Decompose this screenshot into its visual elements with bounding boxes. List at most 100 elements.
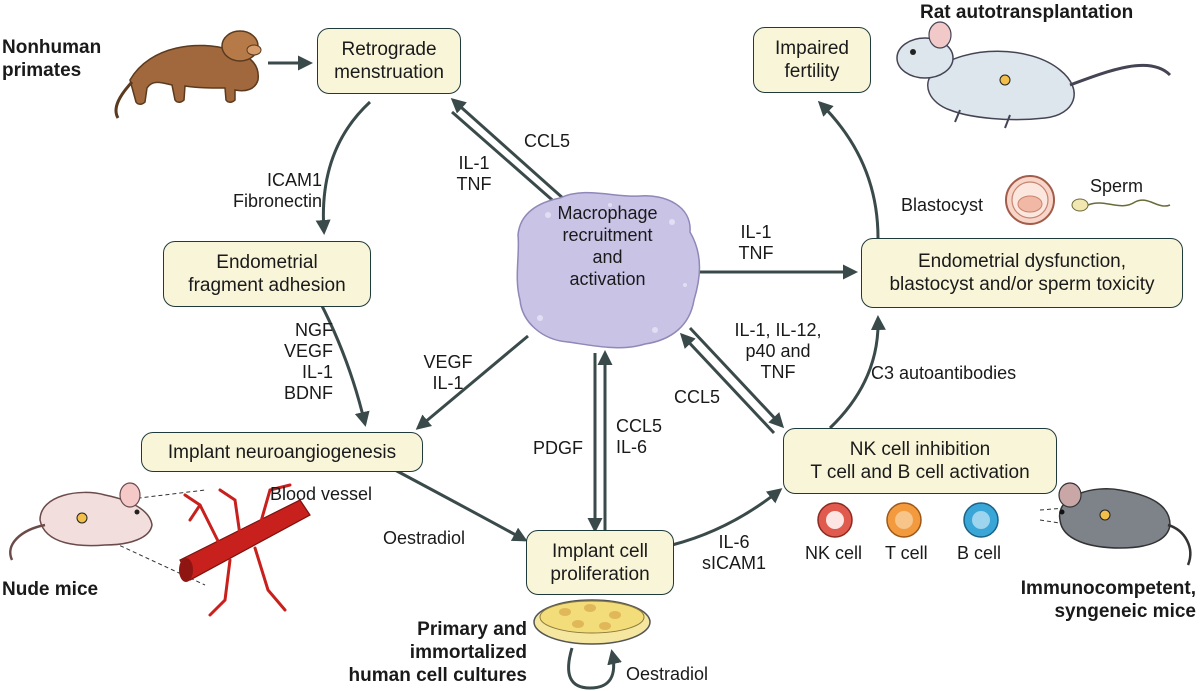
box-line: Impaired bbox=[775, 38, 849, 59]
box-line: Implant cell bbox=[551, 540, 649, 562]
label-line: Primary and bbox=[417, 619, 527, 640]
oestradiol-bottom-label: Oestradiol bbox=[626, 664, 709, 684]
arrow-macrophage-to-neuroangiogenesis bbox=[415, 334, 529, 430]
arrow-macrophage-to-retrograde bbox=[450, 98, 575, 210]
box-line: fertility bbox=[784, 61, 840, 82]
blastocyst-label: Blastocyst bbox=[901, 195, 984, 215]
b-cell-label: B cell bbox=[957, 543, 1002, 563]
label-line: IL-1 bbox=[301, 362, 333, 382]
label-line: VEGF bbox=[423, 352, 473, 372]
il6-sicam1-label: IL-6 sICAM1 bbox=[698, 532, 770, 574]
box-line: menstruation bbox=[334, 62, 444, 83]
nonhuman-primates-label: Nonhuman primates bbox=[2, 36, 101, 82]
arrow-retrograde-to-macrophage bbox=[451, 110, 570, 215]
vegf-il1-label: VEGF IL-1 bbox=[422, 352, 474, 394]
label-line: BDNF bbox=[284, 383, 333, 403]
blood-vessel-icon bbox=[179, 483, 311, 617]
c3-autoantibodies-label: C3 autoantibodies bbox=[871, 363, 1017, 383]
label-line: NGF bbox=[295, 320, 333, 340]
arrow-nk-to-macrophage bbox=[679, 332, 776, 435]
box-line: Endometrial dysfunction, bbox=[917, 251, 1127, 272]
arrow-retrograde-to-adhesion bbox=[315, 100, 372, 235]
macrophage-line: and bbox=[592, 247, 623, 267]
arrow-nk-to-dysfunction bbox=[828, 315, 886, 430]
growth-factor-label: NGF VEGF IL-1 BDNF bbox=[270, 320, 333, 404]
box-line: NK cell inhibition bbox=[849, 439, 991, 460]
arrow-proliferation-to-nk bbox=[671, 488, 783, 547]
label-line: CCL5 bbox=[616, 416, 663, 436]
macrophage-line: Macrophage bbox=[557, 203, 658, 223]
rat-icon bbox=[896, 21, 1172, 129]
endometrial-dysfunction-box: Endometrial dysfunction,blastocyst and/o… bbox=[861, 238, 1183, 308]
box-line: fragment adhesion bbox=[188, 275, 346, 296]
il1-tnf-right-label: IL-1 TNF bbox=[729, 222, 783, 264]
blood-vessel-label: Blood vessel bbox=[270, 484, 373, 504]
blastocyst-icon bbox=[1005, 175, 1055, 225]
monkey-icon bbox=[114, 30, 262, 119]
ccl5-top-label: CCL5 bbox=[524, 131, 571, 151]
box-line: proliferation bbox=[550, 563, 650, 585]
label-line: p40 and bbox=[745, 341, 811, 361]
box-line: blastocyst and/or sperm toxicity bbox=[889, 274, 1155, 295]
nk-cell-label: NK cell bbox=[805, 543, 863, 563]
ccl5-right-label: CCL5 bbox=[674, 387, 721, 407]
label-line: TNF bbox=[738, 243, 774, 263]
rat-autotransplantation-label: Rat autotransplantation bbox=[920, 2, 1134, 23]
box-line: Retrograde bbox=[341, 39, 437, 60]
label-line: IL-1, IL-12, bbox=[734, 320, 822, 340]
macrophage-label: Macrophage recruitment and activation bbox=[520, 202, 695, 290]
label-line: IL-1 bbox=[432, 373, 464, 393]
t-cell-icon bbox=[886, 502, 922, 538]
oestradiol-left-label: Oestradiol bbox=[383, 528, 466, 548]
interleukin-cluster-label: IL-1, IL-12, p40 and TNF bbox=[722, 320, 834, 383]
nk-cell-icon bbox=[817, 502, 853, 538]
macrophage-line: recruitment bbox=[562, 225, 653, 245]
label-line: Nonhuman bbox=[2, 37, 102, 58]
petri-dish-icon bbox=[533, 599, 651, 645]
box-line: Implant neuroangiogenesis bbox=[167, 441, 397, 463]
dashed-line bbox=[1039, 504, 1106, 511]
box-line: Endometrial bbox=[216, 252, 318, 273]
label-line: TNF bbox=[760, 362, 796, 382]
immunocompetent-mice-label: Immunocompetent, syngeneic mice bbox=[1000, 577, 1196, 623]
label-line: IL-1 bbox=[740, 222, 772, 242]
b-cell-icon bbox=[963, 502, 999, 538]
nude-mice-label: Nude mice bbox=[2, 579, 99, 600]
arrow-neuroangiogenesis-to-proliferation bbox=[394, 468, 528, 542]
dashed-line bbox=[1039, 519, 1106, 531]
il1-tnf-left-label: IL-1 TNF bbox=[449, 153, 499, 195]
sperm-icon bbox=[1071, 198, 1171, 212]
label-line: primates bbox=[2, 60, 82, 81]
immunocompetent-mouse-icon bbox=[1058, 482, 1192, 566]
arrow-adhesion-to-neuroangiogenesis bbox=[318, 301, 370, 427]
label-line: IL-1 bbox=[458, 153, 490, 173]
pdgf-label: PDGF bbox=[533, 438, 584, 458]
label-line: Fibronectin bbox=[232, 191, 322, 211]
cell-cultures-label: Primary and immortalized human cell cult… bbox=[315, 618, 527, 687]
label-line: IL-6 bbox=[718, 532, 750, 552]
sperm-label: Sperm bbox=[1090, 176, 1144, 196]
ccl5-il6-label: CCL5 IL-6 bbox=[616, 416, 662, 458]
arrow-oestradiol-loop bbox=[567, 647, 622, 690]
box-line: T cell and B cell activation bbox=[810, 462, 1030, 483]
label-line: VEGF bbox=[283, 341, 333, 361]
macrophage-cell bbox=[516, 191, 701, 349]
arrow-macrophage-to-nk bbox=[688, 326, 785, 429]
label-line: human cell cultures bbox=[348, 665, 527, 686]
icam-fibronectin-label: ICAM1 Fibronectin bbox=[214, 170, 322, 212]
label-line: TNF bbox=[456, 174, 492, 194]
label-line: syngeneic mice bbox=[1054, 601, 1196, 622]
implant-neuroangiogenesis-box: Implant neuroangiogenesis bbox=[141, 432, 423, 472]
t-cell-label: T cell bbox=[885, 543, 928, 563]
label-line: sICAM1 bbox=[701, 553, 766, 573]
label-line: IL-6 bbox=[616, 437, 648, 457]
macrophage-line: activation bbox=[569, 269, 646, 289]
